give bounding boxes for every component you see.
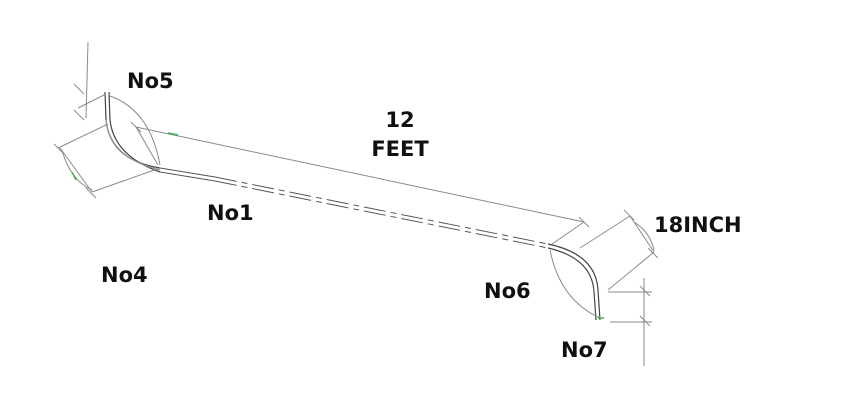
label-no7: No7 [561, 338, 608, 362]
length-unit: FEET [371, 137, 429, 162]
right-elbow [547, 243, 601, 321]
length-value: 12 [385, 108, 415, 132]
length-dimension-text: 12 FEET [360, 106, 440, 165]
label-no1: No1 [207, 201, 254, 225]
left-radius-dimension [53, 41, 161, 199]
label-no4: No4 [101, 263, 148, 287]
length-dimension [130, 121, 590, 245]
label-no5: No5 [127, 69, 174, 93]
right-radius-dimension [549, 209, 659, 366]
left-elbow [104, 91, 161, 173]
pipe-run [159, 167, 549, 249]
label-no6: No6 [484, 279, 531, 303]
radius-dimension-text: 18INCH [654, 213, 742, 237]
